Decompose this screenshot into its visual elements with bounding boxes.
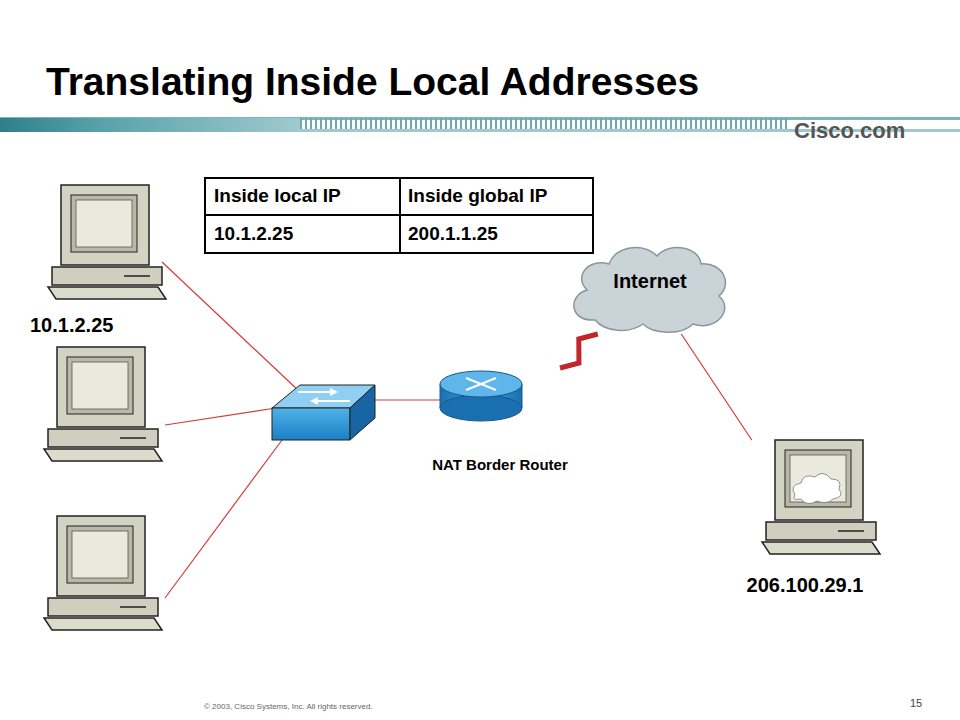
table-header: Inside local IP xyxy=(214,185,341,207)
remote-host: 206.100.29.1 xyxy=(725,440,885,600)
page-number: 15 xyxy=(910,697,922,709)
node-label: NAT Border Router xyxy=(420,456,580,473)
table-header: Inside global IP xyxy=(408,185,547,207)
internet-cloud: Internet xyxy=(565,240,735,334)
table-cell: 200.1.1.25 xyxy=(408,223,498,245)
logo-text: Cisco.com xyxy=(794,118,905,144)
node-label: Internet xyxy=(565,270,735,293)
slide-title: Translating Inside Local Addresses xyxy=(46,60,699,104)
ethernet-link xyxy=(681,334,752,440)
node-label: 10.1.2.25 xyxy=(30,314,113,337)
node-label: 206.100.29.1 xyxy=(725,574,885,597)
copyright-note: © 2003, Cisco Systems, Inc. All rights r… xyxy=(204,702,373,711)
host-computer: 10.1.2.25 xyxy=(26,180,176,340)
nat-router: NAT Border Router xyxy=(420,368,580,476)
table-cell: 10.1.2.25 xyxy=(214,223,293,245)
serial-link xyxy=(560,334,598,368)
